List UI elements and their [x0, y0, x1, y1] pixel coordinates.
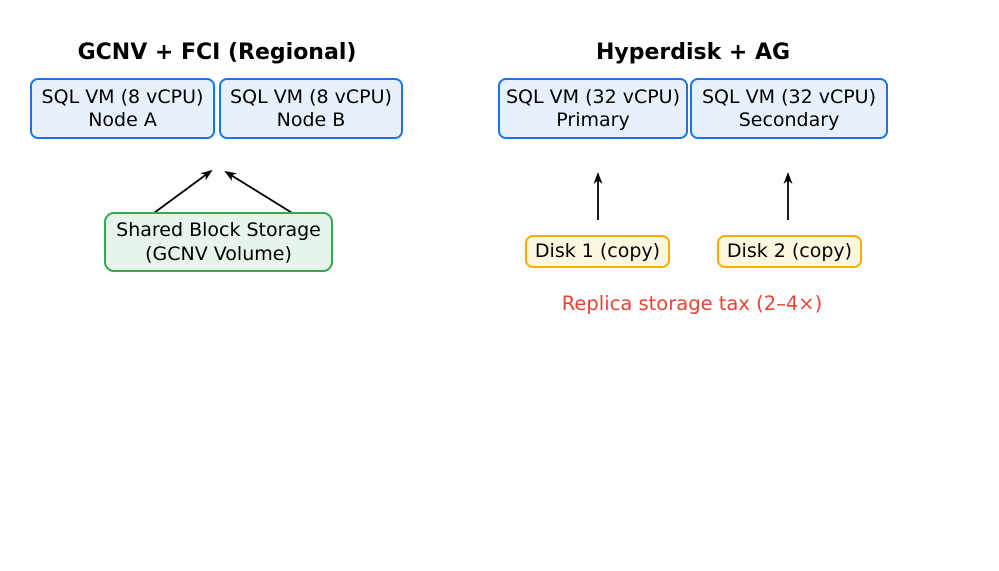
vm-node-a-spec: SQL VM (8 vCPU) — [41, 85, 204, 108]
right-panel-title: Hyperdisk + AG — [595, 40, 791, 65]
shared-storage-name: Shared Block Storage — [116, 219, 321, 241]
vm-secondary-spec: SQL VM (32 vCPU) — [702, 85, 876, 108]
vm-box-node-b: SQL VM (8 vCPU) Node B — [219, 78, 403, 139]
disk2-box: Disk 2 (copy) — [717, 235, 862, 268]
vm-secondary-role: Secondary — [738, 108, 840, 131]
disk1-box: Disk 1 (copy) — [525, 235, 670, 268]
vm-node-a-role: Node A — [88, 108, 157, 131]
vm-box-primary: SQL VM (32 vCPU) Primary — [498, 78, 688, 139]
replica-storage-tax-note: Replica storage tax (2–4×) — [561, 292, 823, 315]
vm-node-b-role: Node B — [276, 108, 346, 131]
vm-node-b-spec: SQL VM (8 vCPU) — [230, 85, 392, 108]
vm-box-secondary: SQL VM (32 vCPU) Secondary — [690, 78, 888, 139]
vm-box-node-a: SQL VM (8 vCPU) Node A — [30, 78, 215, 139]
shared-storage-box: Shared Block Storage (GCNV Volume) — [104, 212, 333, 272]
disk1-label: Disk 1 (copy) — [534, 240, 661, 262]
vm-primary-role: Primary — [556, 108, 630, 131]
shared-storage-type: (GCNV Volume) — [145, 243, 292, 265]
disk2-label: Disk 2 (copy) — [726, 240, 853, 262]
vm-primary-spec: SQL VM (32 vCPU) — [506, 85, 680, 108]
left-panel-title: GCNV + FCI (Regional) — [77, 40, 357, 65]
